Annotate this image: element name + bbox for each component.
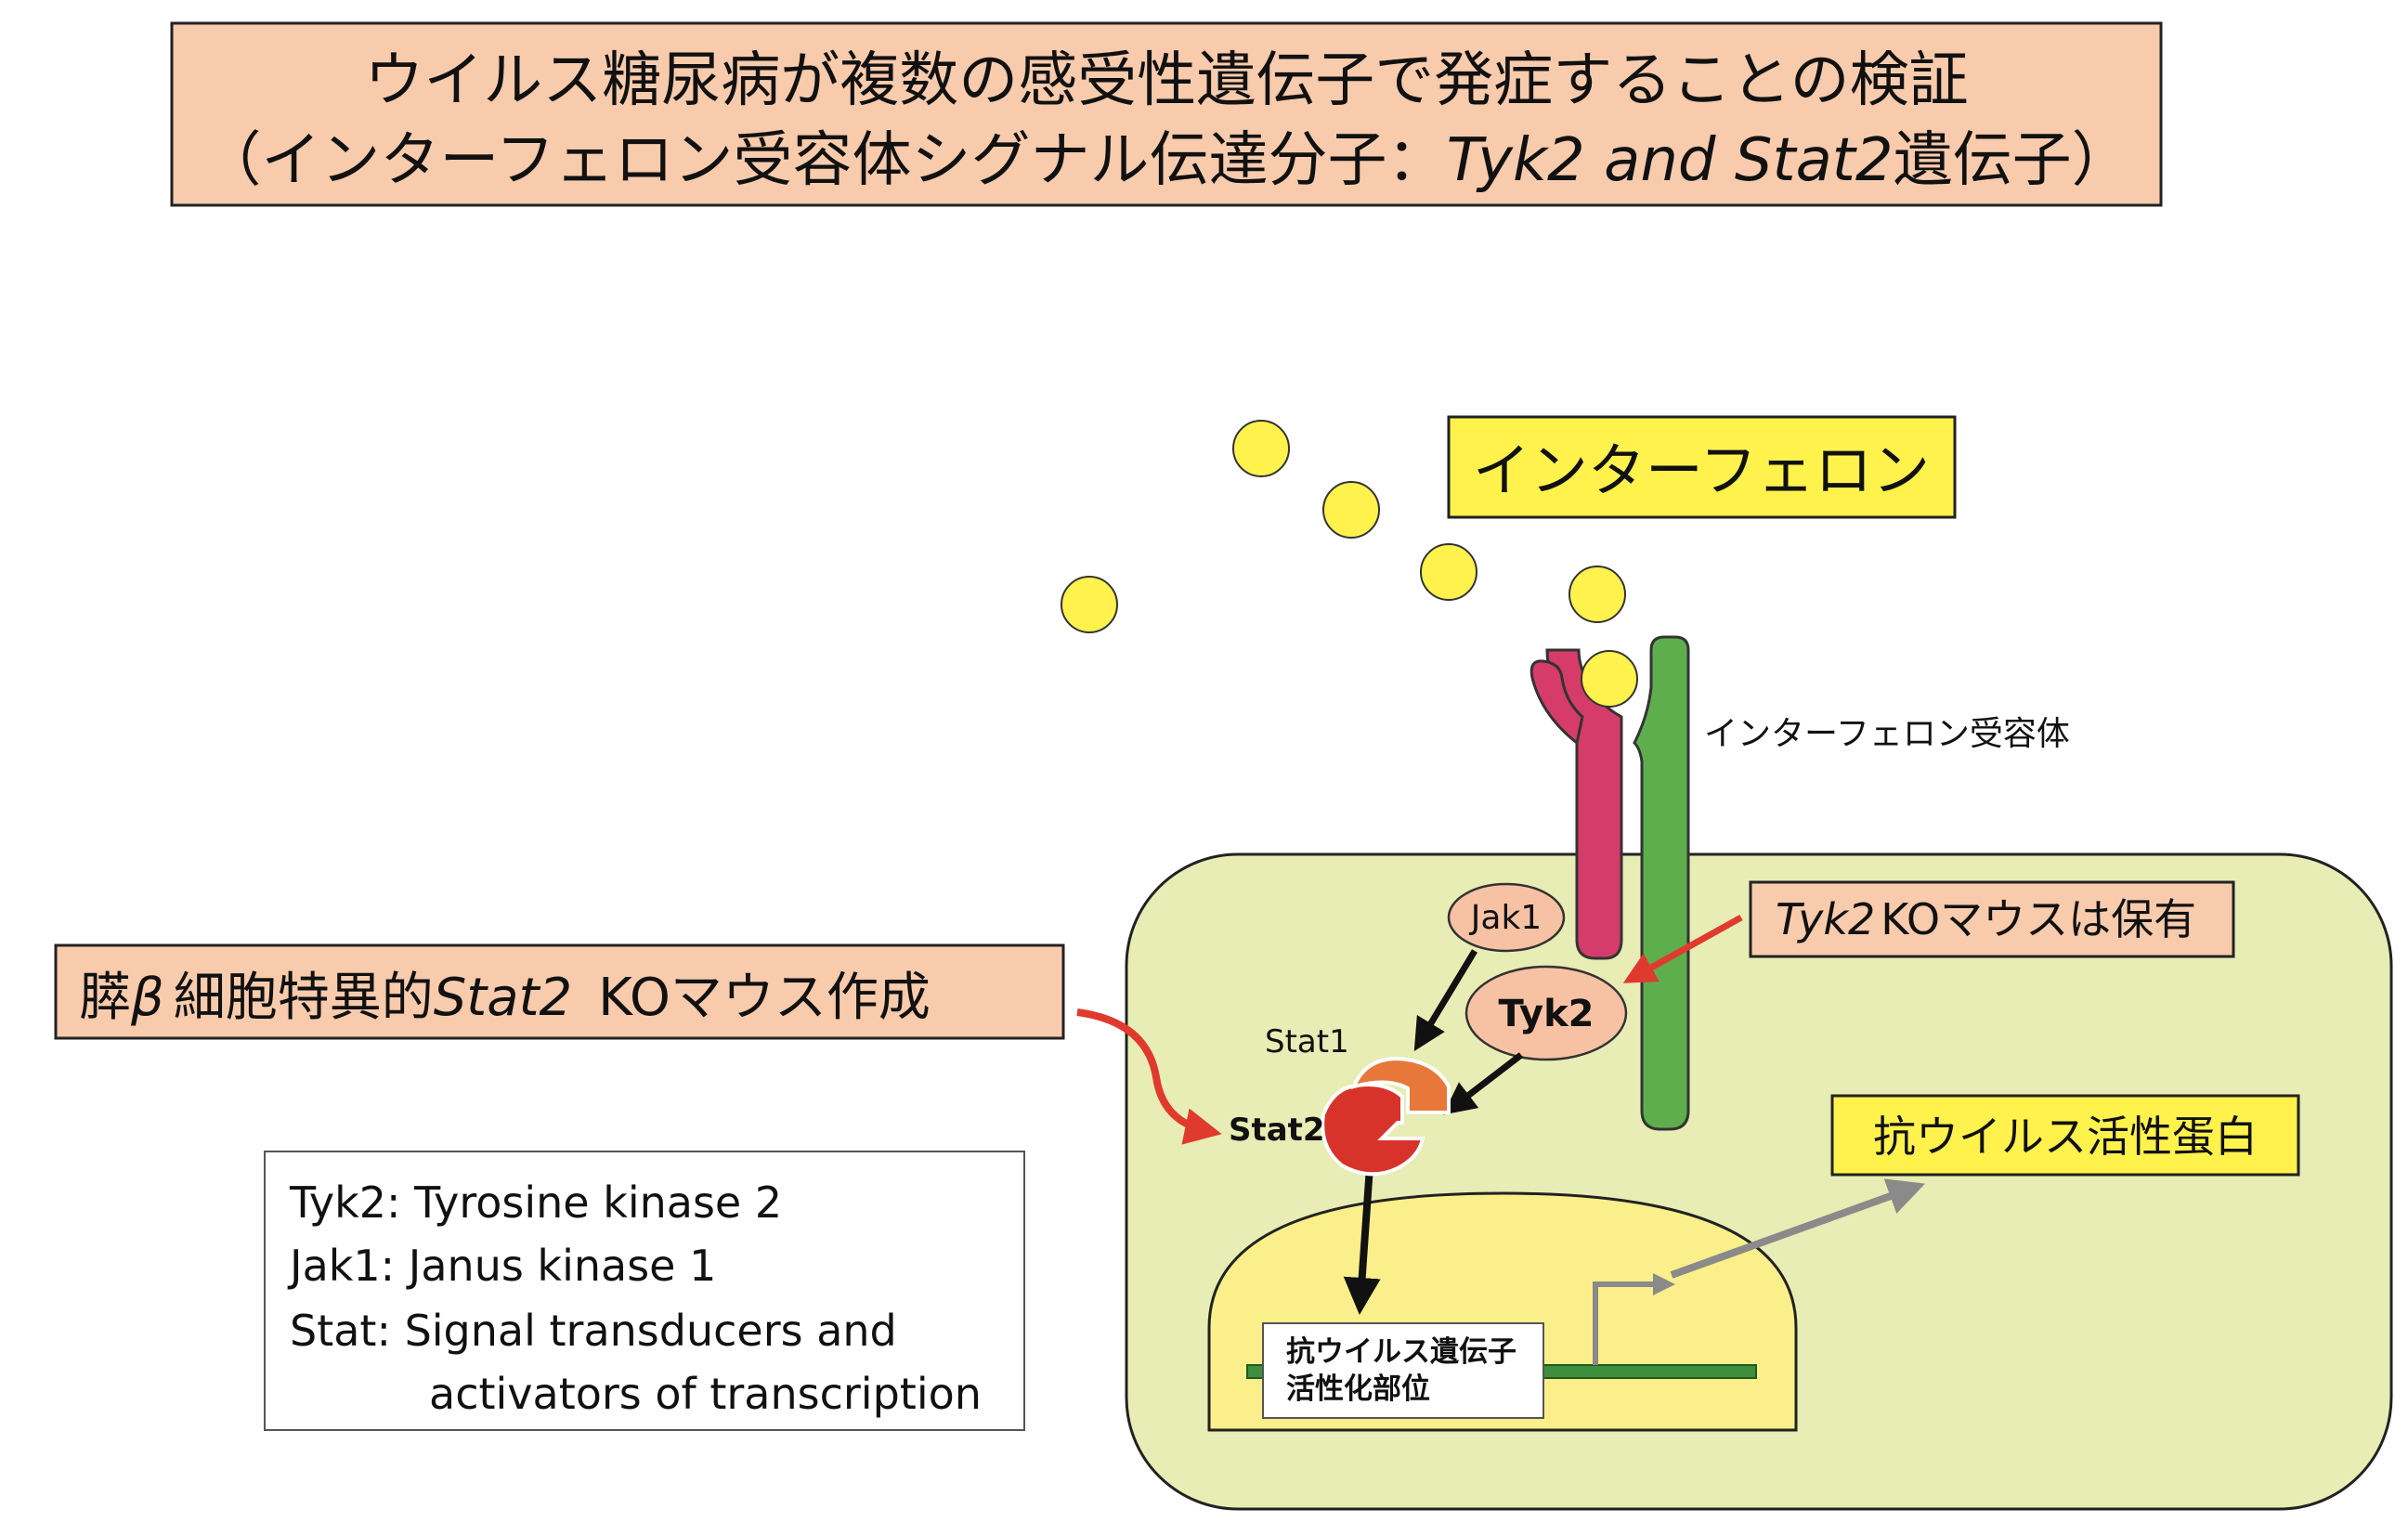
title-box: ウイルス糖尿病が複数の感受性遺伝子で発症することの検証 （インターフェロン受容体… — [170, 21, 2163, 207]
jak1-activation-arrow — [1413, 949, 1477, 1051]
interferon-molecule — [1061, 576, 1118, 633]
title-line1: ウイルス糖尿病が複数の感受性遺伝子で発症することの検証 — [364, 46, 1968, 115]
interferon-molecule — [1420, 543, 1477, 601]
antiviral-protein-box: 抗ウイルス活性蛋白 — [1830, 1094, 2300, 1177]
interferon-label-box: インターフェロン — [1447, 415, 1957, 519]
antiviral-protein-label: 抗ウイルス活性蛋白 — [1873, 1112, 2258, 1162]
bound-interferon-molecule — [1581, 650, 1638, 708]
legend-line3: Stat: Signal transducers and — [290, 1306, 897, 1356]
tyk2-label: Tyk2 — [1498, 993, 1594, 1035]
stat1-label: Stat1 — [1265, 1023, 1349, 1060]
interferon-molecule — [1232, 420, 1290, 477]
tyk2: Tyk2 — [1464, 965, 1628, 1061]
receptor-chain-green — [1633, 635, 1690, 1131]
interferon-molecule — [1568, 566, 1626, 623]
tyk2-activation-arrow — [1442, 1052, 1524, 1115]
title-line2: （インターフェロン受容体シグナル伝達分子：Tyk2 and Stat2遺伝子） — [202, 126, 2130, 195]
stat2-ko-arrow — [1076, 1008, 1222, 1145]
receptor-chain-red-arm — [1529, 659, 1584, 746]
stat2-label: Stat2 — [1229, 1112, 1325, 1149]
legend-line2: Jak1: Janus kinase 1 — [287, 1241, 716, 1291]
interferon-molecule — [1322, 481, 1380, 539]
promoter-label-line1: 抗ウイルス遺伝子 — [1286, 1335, 1516, 1369]
legend-box: Tyk2: Tyrosine kinase 2 Jak1: Janus kina… — [264, 1151, 1025, 1431]
promoter-label-line2: 活性化部位 — [1286, 1372, 1430, 1406]
receptor-label: インターフェロン受容体 — [1704, 715, 2070, 753]
promoter-box: 抗ウイルス遺伝子 活性化部位 — [1262, 1322, 1544, 1419]
jak1: Jak1 — [1447, 882, 1566, 953]
tyk2-ko-arrow — [1622, 914, 1743, 983]
stat-complex — [1321, 1056, 1451, 1177]
jak1-label: Jak1 — [1469, 899, 1542, 937]
interferon-label: インターフェロン — [1473, 436, 1930, 504]
legend-line1: Tyk2: Tyrosine kinase 2 — [289, 1177, 782, 1228]
transcription-start-arrow — [1593, 1273, 1675, 1365]
legend-line4: activators of transcription — [429, 1369, 982, 1419]
expression-arrow — [1670, 1178, 1926, 1279]
stat1-shape — [1350, 1056, 1451, 1114]
nuclear-translocation-arrow — [1343, 1165, 1381, 1315]
interferon-molecules — [1061, 420, 1626, 633]
